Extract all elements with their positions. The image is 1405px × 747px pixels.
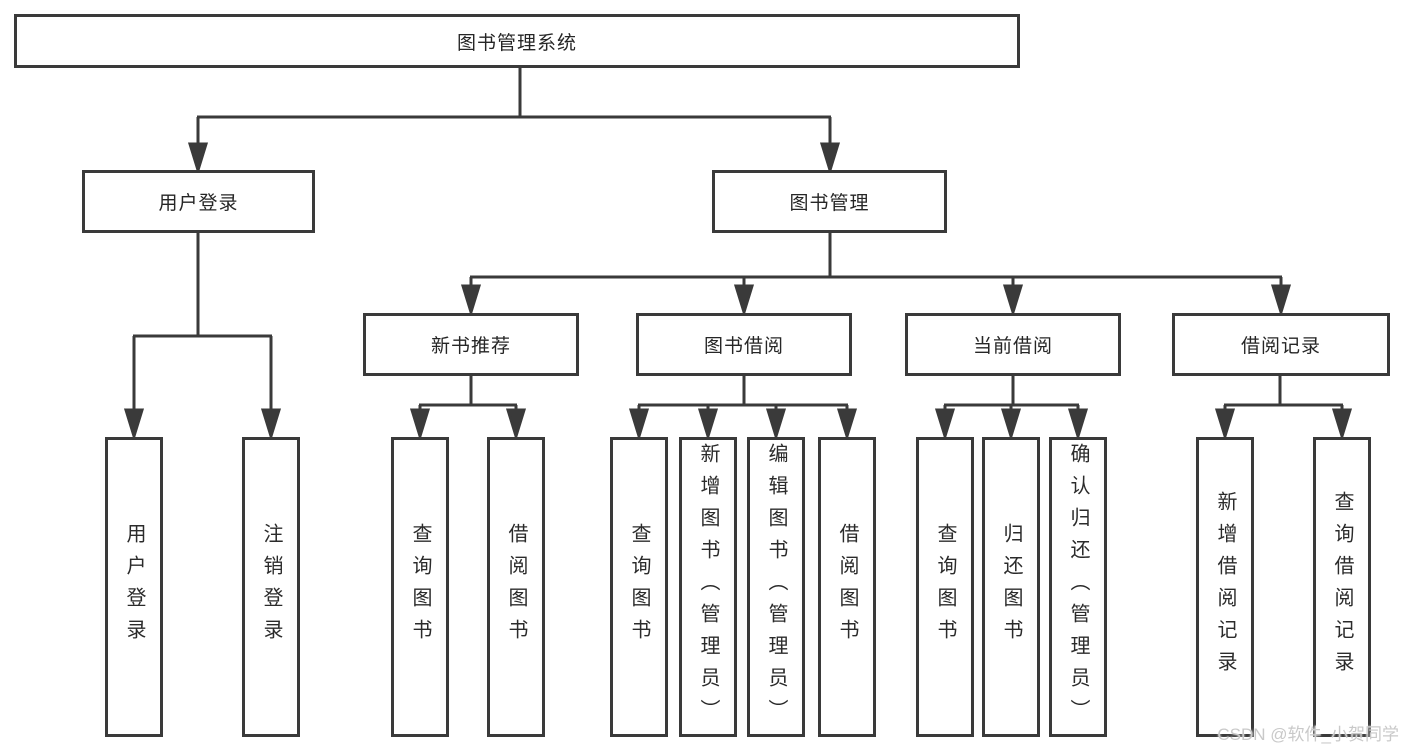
leaf-label: 注销登录 bbox=[260, 523, 282, 651]
node-user-login: 用户登录 bbox=[82, 170, 315, 233]
leaf-borrow-books-recommend: 借阅图书 bbox=[487, 437, 545, 737]
leaf-label: 查询图书 bbox=[628, 523, 650, 651]
connector-new-book-children bbox=[409, 376, 527, 442]
leaf-label: 新增图书（管理员） bbox=[697, 443, 719, 731]
leaf-label: 借阅图书 bbox=[836, 523, 858, 651]
csdn-watermark: CSDN @软件_小贺同学 bbox=[1217, 725, 1399, 744]
leaf-label: 归还图书 bbox=[1000, 523, 1022, 651]
connector-book-borrow-children bbox=[628, 376, 858, 442]
connector-borrow-records-children bbox=[1214, 376, 1353, 442]
leaf-label: 确认归还（管理员） bbox=[1067, 443, 1089, 731]
connector-current-borrow-children bbox=[934, 376, 1089, 442]
node-root-system: 图书管理系统 bbox=[14, 14, 1020, 68]
leaf-return-book: 归还图书 bbox=[982, 437, 1040, 737]
leaf-query-books-current: 查询图书 bbox=[916, 437, 974, 737]
leaf-label: 查询借阅记录 bbox=[1331, 491, 1353, 683]
leaf-query-books-recommend: 查询图书 bbox=[391, 437, 449, 737]
leaf-user-login: 用户登录 bbox=[105, 437, 163, 737]
leaf-add-borrow-record: 新增借阅记录 bbox=[1196, 437, 1254, 737]
leaf-query-borrow-record: 查询借阅记录 bbox=[1313, 437, 1371, 737]
node-book-management: 图书管理 bbox=[712, 170, 947, 233]
node-borrow-records: 借阅记录 bbox=[1172, 313, 1390, 376]
connector-book-management-to-level3 bbox=[460, 233, 1292, 318]
leaf-label: 借阅图书 bbox=[505, 523, 527, 651]
leaf-label: 编辑图书（管理员） bbox=[765, 443, 787, 731]
node-new-book-recommend: 新书推荐 bbox=[363, 313, 579, 376]
leaf-logout: 注销登录 bbox=[242, 437, 300, 737]
node-book-borrow: 图书借阅 bbox=[636, 313, 852, 376]
leaf-add-book-admin: 新增图书（管理员） bbox=[679, 437, 737, 737]
leaf-confirm-return-admin: 确认归还（管理员） bbox=[1049, 437, 1107, 737]
leaf-label: 新增借阅记录 bbox=[1214, 491, 1236, 683]
leaf-label: 用户登录 bbox=[123, 523, 145, 651]
leaf-label: 查询图书 bbox=[934, 523, 956, 651]
node-current-borrow: 当前借阅 bbox=[905, 313, 1121, 376]
leaf-borrow-books: 借阅图书 bbox=[818, 437, 876, 737]
leaf-edit-book-admin: 编辑图书（管理员） bbox=[747, 437, 805, 737]
connector-root-to-level2 bbox=[187, 68, 841, 176]
leaf-query-books-borrow: 查询图书 bbox=[610, 437, 668, 737]
connector-user-login-children bbox=[123, 233, 282, 442]
leaf-label: 查询图书 bbox=[409, 523, 431, 651]
